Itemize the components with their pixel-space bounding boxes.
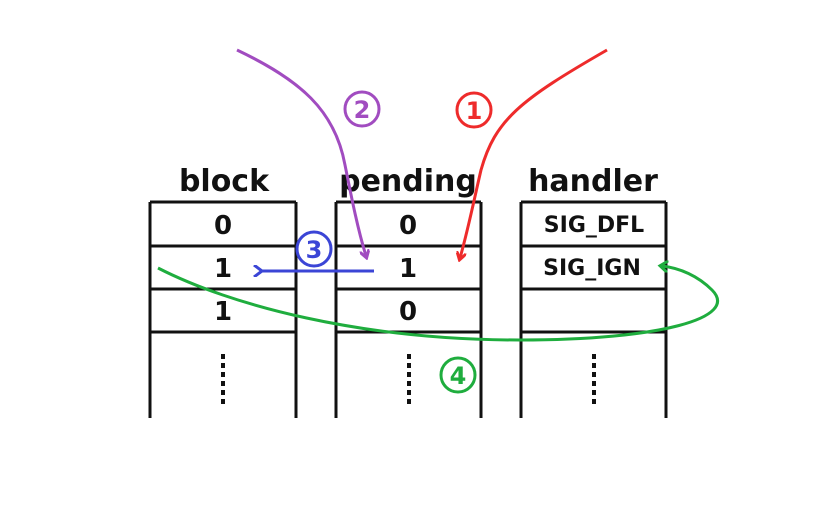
step-4-label: 4 [450, 362, 467, 390]
block-cell-1: 1 [214, 254, 232, 284]
block-table [148, 200, 298, 418]
pending-cell-2: 0 [399, 297, 417, 327]
step-4-arrow [157, 266, 719, 342]
step-2-badge [343, 90, 381, 128]
handler-table [519, 200, 668, 418]
handler-title: handler [528, 164, 658, 199]
pending-ellipsis [407, 354, 411, 404]
pending-title: pending [339, 164, 477, 199]
pending-cell-0: 0 [399, 211, 417, 241]
handler-ellipsis [592, 354, 596, 404]
handler-cell-0: SIG_DFL [544, 213, 644, 238]
block-title: block [179, 164, 270, 199]
block-cell-0: 0 [214, 211, 232, 241]
block-cell-2: 1 [214, 297, 232, 327]
pending-cell-1: 1 [399, 254, 417, 284]
step-1-arrow [460, 48, 608, 258]
step-4-badge [439, 356, 477, 394]
step-2-label: 2 [354, 96, 371, 124]
step-1-label: 1 [466, 97, 483, 125]
step-2-arrow [236, 48, 366, 256]
step-1-badge [455, 91, 493, 129]
step-3-badge [295, 230, 333, 268]
pending-table [334, 200, 483, 418]
step-3-label: 3 [306, 236, 323, 264]
block-ellipsis [221, 354, 225, 404]
handler-cell-1: SIG_IGN [543, 256, 641, 281]
